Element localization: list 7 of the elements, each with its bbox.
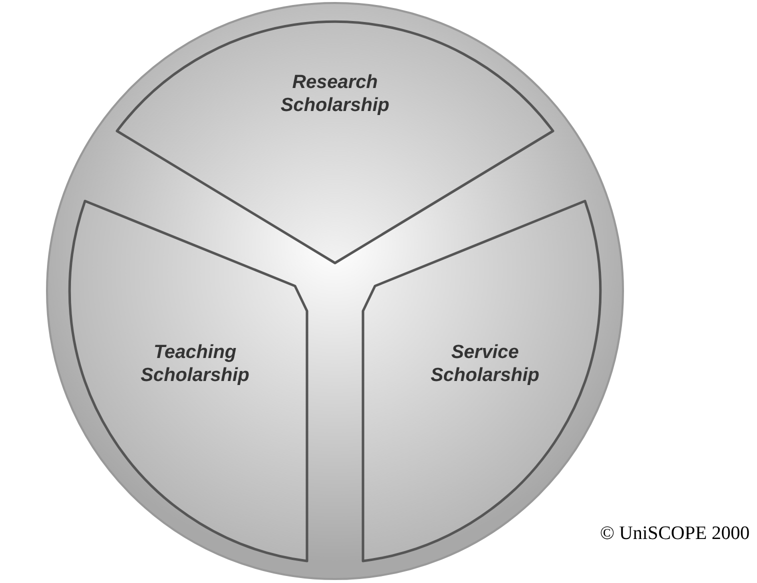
segment	[362, 200, 602, 562]
segment-label: Service Scholarship	[430, 341, 540, 387]
segment	[116, 20, 554, 264]
segment-label: Research Scholarship	[280, 71, 390, 117]
segment	[68, 200, 308, 562]
copyright-note: © UniSCOPE 2000	[600, 523, 750, 545]
segment-label: Teaching Scholarship	[140, 341, 250, 387]
